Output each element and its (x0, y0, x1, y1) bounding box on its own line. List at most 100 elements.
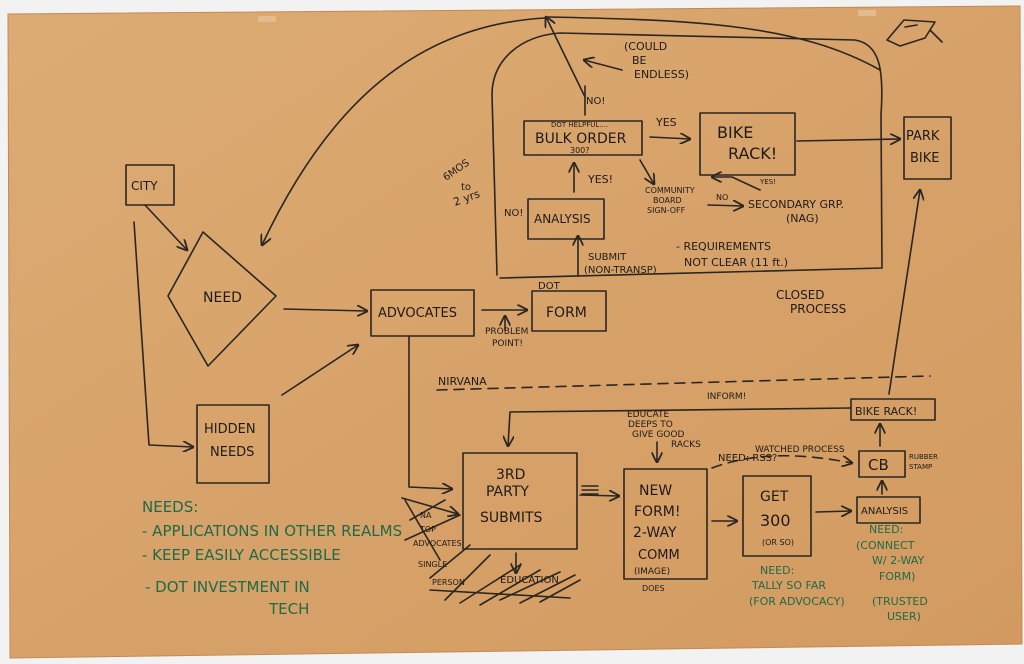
label-no-top: NO! (586, 96, 605, 107)
node-bulk-note: DOT HELPFUL.... (551, 121, 608, 129)
hidden-needs-box (196, 404, 270, 484)
advocates-box (370, 289, 475, 337)
label-no-left: NO! (504, 208, 523, 219)
label-scribble-1: NA (420, 511, 432, 520)
label-yes-top: YES (655, 116, 677, 129)
needs-item: - KEEP EASILY ACCESSIBLE (142, 546, 341, 564)
arrow-thirdparty-newform (579, 495, 619, 496)
analysis-top-box (527, 198, 605, 240)
third-party-box (462, 452, 578, 550)
needs-item: - DOT INVESTMENT IN (145, 578, 310, 596)
tape-mark (858, 10, 876, 16)
node-get300-3: (OR SO) (762, 538, 794, 547)
node-third-party-1: 3RD (496, 467, 525, 483)
node-need: NEED (203, 290, 242, 306)
cb-box (858, 450, 906, 478)
label-educate-1: EDUCATE (627, 410, 669, 420)
label-need-connect-4: FORM) (879, 570, 915, 583)
label-submit-1: SUBMIT (588, 252, 627, 263)
arrow-scribble (401, 497, 458, 514)
label-could-2: BE (632, 54, 647, 67)
label-scribble-3: ADVOCATES (413, 539, 462, 548)
node-analysis-top: ANALYSIS (534, 212, 591, 226)
node-third-party-2: PARTY (486, 484, 529, 500)
label-problem-2: POINT! (492, 339, 523, 349)
bike-rack-bottom-box (850, 398, 936, 421)
arrow-hidden-advocates (281, 345, 358, 396)
label-need-connect-2: (CONNECT (856, 539, 915, 552)
arrow-city-hidden (133, 221, 193, 447)
need-diamond (167, 231, 277, 367)
label-inform: INFORM! (707, 392, 746, 402)
new-form-box (623, 468, 708, 580)
node-third-party-3: SUBMITS (480, 510, 542, 526)
arrow-rack-park (796, 139, 900, 141)
label-community-2: BOARD (653, 196, 682, 205)
label-scribble-4: SINGLE (418, 560, 447, 569)
node-new-form-2: FORM! (634, 504, 681, 520)
label-secondary-1: SECONDARY GRP. (748, 198, 844, 211)
label-rubber-2: STAMP (909, 463, 932, 471)
analysis-bottom-box (856, 496, 921, 524)
label-rubber-1: RUBBER (909, 453, 938, 461)
node-bulk-300: 300? (570, 146, 590, 155)
arrow-inform-loop (508, 407, 851, 446)
label-secondary-2: (NAG) (786, 212, 819, 225)
arrow-watched-process (711, 455, 852, 469)
node-get300-1: GET (760, 489, 789, 505)
nirvana-line (436, 375, 931, 391)
node-bike-rack-bottom: BIKE RACK! (855, 405, 917, 418)
scribble-mark (404, 499, 581, 606)
arrow-bulk-rack (649, 137, 690, 139)
label-educate-2: DEEPS TO (628, 420, 673, 430)
arrow-bikerack-park (888, 190, 920, 395)
get-300-box (742, 475, 812, 557)
closed-process-loop (491, 32, 883, 279)
label-six-mos-2: to (461, 182, 471, 193)
label-watched: WATCHED PROCESS (755, 445, 845, 455)
label-submit-2: (NON-TRANSP) (584, 265, 657, 276)
label-need-connect-1: NEED: (869, 523, 903, 536)
node-bike-rack-1: BIKE (717, 123, 753, 142)
bike-rack-box (699, 112, 796, 176)
label-education: EDUCATION (500, 575, 559, 586)
needs-title: NEEDS: (142, 498, 198, 516)
label-need-rss: NEED: RSS? (718, 453, 777, 464)
node-new-form-1: NEW (639, 483, 672, 499)
label-no-secondary: NO (716, 193, 728, 202)
label-tally-3: (FOR ADVOCACY) (749, 595, 845, 608)
node-get300-2: 300 (760, 511, 791, 530)
label-trusted-1: (TRUSTED (872, 595, 928, 608)
arrow-advocates-thirdparty (408, 336, 452, 489)
label-requirements-2: NOT CLEAR (11 ft.) (684, 256, 788, 269)
node-park-bike-1: PARK (906, 129, 940, 144)
node-bike-rack-2: RACK! (728, 144, 777, 163)
node-new-form-5: (IMAGE) (634, 567, 670, 577)
label-yes-analysis: YES! (587, 173, 613, 186)
node-form: FORM (546, 305, 587, 321)
label-community-3: SIGN-OFF (647, 206, 686, 215)
label-educate-3: GIVE GOOD (632, 430, 684, 440)
form-box (531, 290, 607, 332)
big-arc-to-need (262, 17, 546, 245)
node-advocates: ADVOCATES (378, 306, 457, 321)
label-problem-1: PROBLEM (485, 327, 528, 337)
park-bike-box (903, 116, 952, 180)
node-city: CITY (131, 179, 158, 193)
label-trusted-2: USER) (887, 610, 921, 623)
corner-scribble (886, 19, 943, 47)
node-new-form-3: 2-WAY (633, 525, 677, 541)
top-right-arc (547, 16, 881, 71)
node-analysis-bottom: ANALYSIS (861, 506, 908, 517)
arrow-need-advocates (283, 309, 367, 311)
arrow-bulk-community (639, 159, 654, 184)
label-does: DOES (642, 584, 665, 593)
label-requirements-1: - REQUIREMENTS (676, 240, 771, 253)
paper-sheet (7, 5, 1023, 659)
node-dot-form: DOT (538, 281, 561, 292)
needs-item: - APPLICATIONS IN OTHER REALMS (142, 522, 402, 540)
bulk-order-box (523, 120, 643, 156)
node-new-form-4: COMM (638, 548, 680, 563)
node-cb: CB (868, 456, 889, 474)
